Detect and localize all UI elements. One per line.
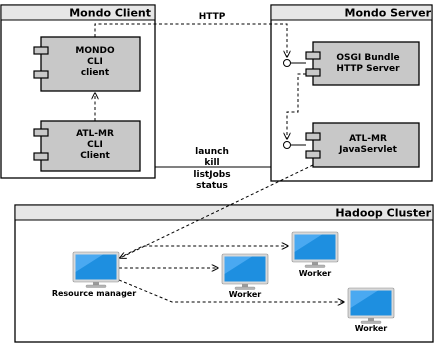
frame-title-cluster: Hadoop Cluster	[335, 207, 431, 220]
component-atlmr-javaservlet: ATL-MR JavaServlet	[305, 122, 420, 168]
component-label-line: CLI	[87, 140, 103, 150]
port-osgi	[283, 59, 306, 67]
port-servlet	[283, 141, 306, 149]
component-label-line: Client	[80, 151, 110, 161]
component-mondo-cli-client: MONDO CLI client	[33, 36, 141, 92]
component-osgi-http-server: OSGI Bundle HTTP Server	[305, 41, 420, 86]
monitor-icon	[291, 231, 339, 268]
component-label-line: ATL-MR	[349, 134, 387, 144]
servlet-to-resource-manager	[120, 164, 314, 258]
http-label: HTTP	[199, 12, 226, 22]
command-label: status	[196, 181, 228, 191]
frame-title-client: Mondo Client	[69, 7, 151, 20]
monitor-icon	[221, 253, 269, 290]
component-label-line: client	[81, 68, 110, 78]
worker-node-1: Worker	[291, 231, 339, 278]
command-labels: launch kill listJobs status	[193, 147, 230, 191]
frame-title-server: Mondo Server	[345, 7, 432, 20]
worker-node-3: Worker	[347, 287, 395, 333]
rm-to-worker-3	[118, 279, 344, 302]
component-label-line: JavaServlet	[338, 145, 397, 155]
http-connector	[94, 23, 287, 57]
component-label-line: OSGI Bundle	[336, 53, 399, 63]
dependency-osgi-to-servlet	[287, 73, 306, 139]
component-label-line: HTTP Server	[336, 64, 400, 74]
component-atlmr-cli-client: ATL-MR CLI Client	[33, 120, 141, 172]
component-label-line: CLI	[87, 57, 103, 67]
resource-manager-label: Resource manager	[52, 289, 136, 298]
worker-label: Worker	[229, 290, 262, 299]
resource-manager-node: Resource manager	[52, 251, 136, 298]
worker-label: Worker	[299, 269, 332, 278]
monitor-icon	[347, 287, 395, 324]
monitor-icon	[72, 251, 120, 288]
command-label: listJobs	[193, 170, 230, 180]
rm-to-worker-1	[118, 246, 288, 259]
command-label: kill	[204, 158, 219, 168]
component-label-line: MONDO	[75, 46, 115, 56]
command-label: launch	[195, 147, 229, 157]
worker-node-2: Worker	[221, 253, 269, 299]
component-label-line: ATL-MR	[76, 129, 114, 139]
worker-label: Worker	[355, 324, 388, 333]
